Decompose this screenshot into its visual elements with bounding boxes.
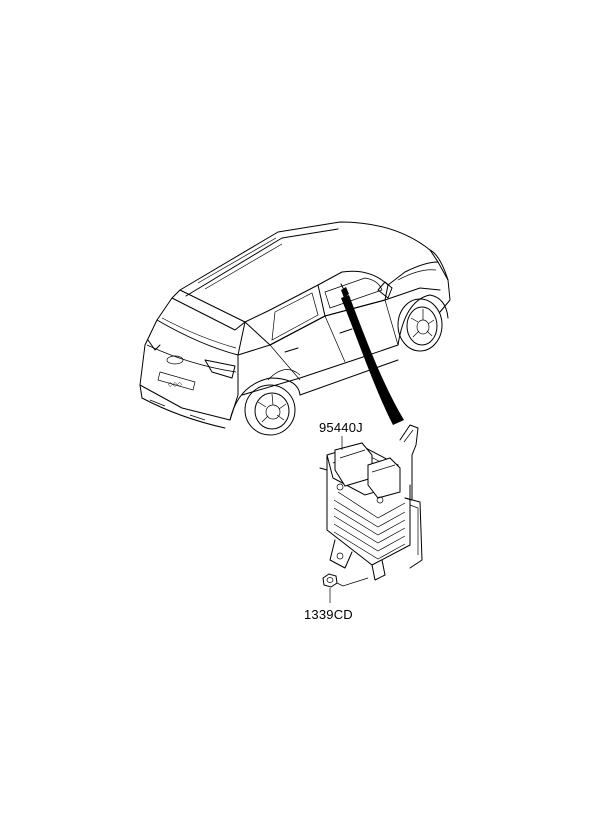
ecu-module-illustration	[319, 424, 423, 581]
location-pointer	[341, 295, 404, 425]
vehicle-illustration: ◇◇◇	[139, 221, 451, 436]
leader-lines	[329, 436, 369, 603]
svg-text:◇◇◇: ◇◇◇	[168, 382, 182, 388]
nut-illustration	[322, 573, 338, 588]
part-label-nut: 1339CD	[304, 607, 353, 622]
part-label-ecu: 95440J	[319, 420, 363, 435]
